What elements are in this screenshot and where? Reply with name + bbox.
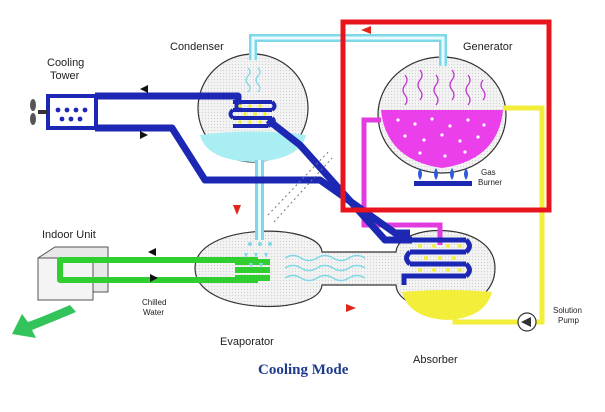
- label-gas-burner-1: Gas: [481, 168, 496, 177]
- condenser-coil: [228, 100, 277, 128]
- label-indoor-unit: Indoor Unit: [42, 229, 96, 241]
- flow-arrow-icon: [150, 274, 158, 282]
- gas-burner: [414, 168, 472, 186]
- label-chilled-water-1: Chilled: [142, 298, 166, 307]
- label-solution-pump-2: Pump: [558, 316, 579, 325]
- label-cooling-tower-1: Cooling: [47, 57, 84, 69]
- label-evaporator: Evaporator: [220, 336, 274, 348]
- highlight-box: [340, 19, 552, 213]
- label-cooling-tower-2: Tower: [50, 70, 80, 82]
- cooling-tower: [46, 94, 98, 130]
- red-arrow-icon: [346, 304, 356, 312]
- fan-icon: [30, 99, 48, 125]
- label-generator: Generator: [463, 41, 513, 53]
- dotted-line: [267, 149, 333, 223]
- red-arrow-icon: [361, 26, 371, 34]
- flow-arrow-icon: [140, 85, 148, 93]
- label-condenser: Condenser: [170, 41, 224, 53]
- generator-solution: [381, 110, 503, 168]
- label-chilled-water-2: Water: [143, 308, 164, 317]
- condenser-water: [200, 131, 306, 162]
- cooling-water-pipe-bottom: [95, 124, 410, 237]
- absorber-coil: [401, 237, 472, 285]
- label-absorber: Absorber: [413, 354, 458, 366]
- indoor-unit: [37, 246, 109, 301]
- strong-solution-pipe: [361, 117, 443, 245]
- flow-arrow-icon: [140, 131, 148, 139]
- airflow-arrow-icon: [12, 305, 76, 338]
- absorber-solution: [402, 290, 492, 320]
- red-arrow-icon: [233, 205, 241, 215]
- diagram-title: Cooling Mode: [258, 362, 349, 378]
- label-gas-burner-2: Burner: [478, 178, 502, 187]
- solution-pump-icon: [517, 312, 537, 332]
- chilled-water-coil: [57, 257, 270, 283]
- label-solution-pump-1: Solution: [553, 306, 582, 315]
- flow-arrow-icon: [148, 248, 156, 256]
